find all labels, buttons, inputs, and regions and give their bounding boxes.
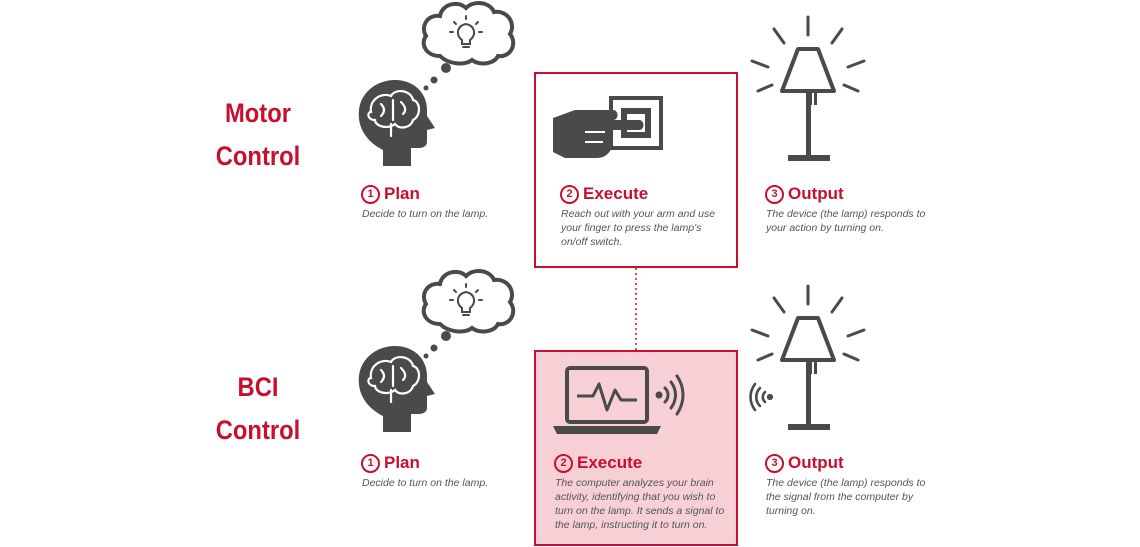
motor-plan-title: 1 Plan — [361, 184, 420, 204]
laptop-signal-icon — [553, 366, 685, 434]
bci-output-title: 3 Output — [765, 453, 844, 473]
head-brain-icon — [358, 80, 435, 166]
motor-plan-description: Decide to turn on the lamp. — [362, 208, 489, 220]
thought-bubble-lightbulb-icon — [421, 269, 516, 359]
motor-output-title: 3 Output — [765, 184, 844, 204]
bci-plan-description: Decide to turn on the lamp. — [362, 477, 489, 489]
thought-bubble-lightbulb-icon — [421, 1, 516, 91]
bci-execute-box — [534, 350, 738, 546]
motor-control-label: Motor Control — [215, 98, 301, 171]
lamp-light-icon — [750, 284, 866, 430]
bci-plan-title: 1 Plan — [361, 453, 420, 473]
motor-output-description: The device (the lamp) responds to your a… — [766, 208, 926, 234]
motor-execute-description: Reach out with your arm and use your fin… — [561, 208, 716, 248]
lamp-light-icon — [750, 15, 866, 161]
bci-execute-title: 2 Execute — [554, 453, 642, 473]
bci-control-label: BCI Control — [215, 372, 301, 445]
wireless-signal-icon — [749, 382, 774, 412]
hand-press-switch-icon — [553, 96, 663, 158]
motor-execute-title: 2 Execute — [560, 184, 648, 204]
bci-execute-description: The computer analyzes your brain activit… — [555, 477, 725, 531]
bci-output-description: The device (the lamp) responds to the si… — [766, 477, 926, 517]
head-brain-icon — [358, 346, 435, 432]
motor-execute-box — [534, 72, 738, 268]
